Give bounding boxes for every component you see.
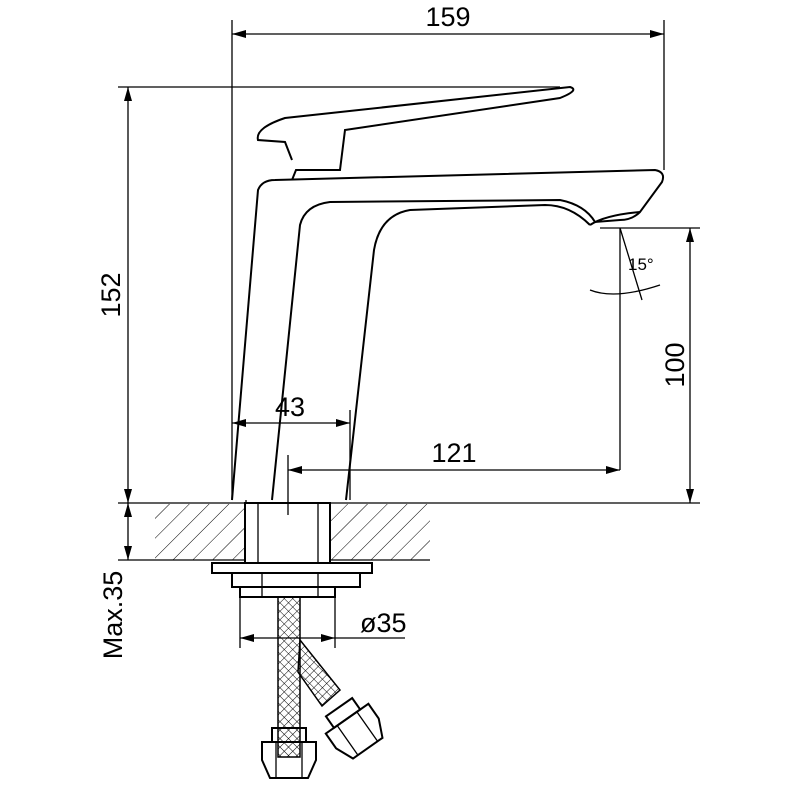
countertop <box>155 502 430 564</box>
dimension-spout-height: 100 <box>600 227 700 503</box>
dimension-body-width: 43 <box>232 392 351 500</box>
dimension-length: 159 <box>231 2 665 500</box>
label-152: 152 <box>96 272 126 317</box>
label-15-deg: 15° <box>628 255 654 274</box>
label-100: 100 <box>660 342 690 387</box>
dimension-reach: 121 <box>287 438 620 515</box>
dimension-height: 152 <box>96 86 560 503</box>
mounting-nut <box>211 562 373 598</box>
label-43: 43 <box>275 392 305 422</box>
faucet-body <box>231 85 665 503</box>
dimension-max-countertop: Max.35 <box>98 503 155 659</box>
label-diameter-35: ø35 <box>360 608 407 638</box>
dimension-hole-diameter: ø35 <box>239 597 407 648</box>
supply-hoses <box>261 596 384 779</box>
label-121: 121 <box>431 438 476 468</box>
label-max-35: Max.35 <box>98 571 128 660</box>
label-159: 159 <box>425 2 470 32</box>
spout-angle: 15° <box>589 227 661 470</box>
